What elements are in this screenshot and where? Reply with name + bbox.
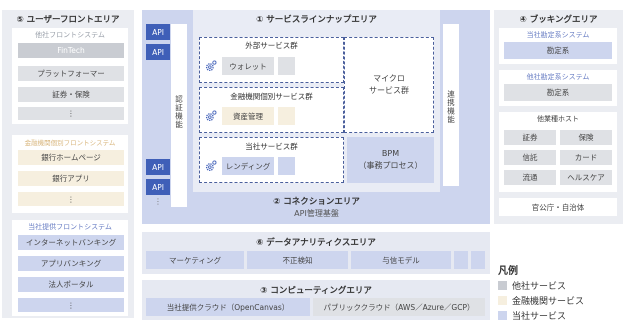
own-front-item: アプリバンキング xyxy=(18,256,124,271)
marketing-box: マーケティング xyxy=(146,251,244,269)
host-item: 保険 xyxy=(560,130,612,145)
other-core-box: 勘定系 xyxy=(504,84,612,101)
host-item: 信託 xyxy=(504,150,556,165)
api-box: API xyxy=(146,44,170,60)
legend-item-own: 当社サービス xyxy=(498,309,623,322)
microservices-label: マイクロ サービス群 xyxy=(369,74,409,95)
data-analytics-title: ⑥ データアナリティクスエリア xyxy=(256,238,376,248)
integration-column xyxy=(443,24,459,186)
user-front-title: ⑤ ユーザーフロントエリア xyxy=(16,15,120,25)
legend-swatch xyxy=(498,281,507,290)
gear-icon xyxy=(205,60,217,72)
asset-management-service: 資産管理 xyxy=(222,107,274,125)
credit-model-box: 与信モデル xyxy=(351,251,451,269)
gear-icon xyxy=(205,160,217,172)
bpm-box: BPM （事務プロセス） xyxy=(347,137,434,183)
own-cloud-box: 当社提供クラウド（OpenCanvas） xyxy=(146,298,310,316)
api-more: ⋮ xyxy=(154,197,162,206)
other-front-item: ⋮ xyxy=(18,107,124,120)
microservices-group xyxy=(344,37,434,133)
legend-swatch xyxy=(498,296,507,305)
host-item: 流通 xyxy=(504,170,556,185)
fin-front-item: ⋮ xyxy=(18,192,124,206)
legend-swatch xyxy=(498,311,507,320)
external-service-slot xyxy=(278,57,295,75)
host-item: 証券 xyxy=(504,130,556,145)
other-core-subtitle: 他社勘定系システム xyxy=(526,73,590,81)
integration-label: 連携機能 xyxy=(446,90,456,124)
legend-title: 凡例 xyxy=(498,266,518,277)
own-core-box: 勘定系 xyxy=(504,42,612,59)
own-front-subtitle: 当社提供フロントシステム xyxy=(28,223,112,231)
other-host-subtitle: 他業種ホスト xyxy=(537,115,579,123)
other-front-subtitle: 他社フロントシステム xyxy=(35,31,105,39)
other-front-item: プラットフォーマー xyxy=(18,66,124,81)
fin-front-item: 銀行ホームページ xyxy=(18,150,124,165)
own-front-item: ⋮ xyxy=(18,298,124,312)
wallet-service: ウォレット xyxy=(222,57,274,75)
booking-title: ④ ブッキングエリア xyxy=(519,15,598,25)
auth-label: 認証機能 xyxy=(174,95,184,129)
api-box: API xyxy=(146,24,170,40)
own-core-subtitle: 当社勘定系システム xyxy=(526,31,590,39)
fin-front-item: 銀行アプリ xyxy=(18,171,124,186)
own-service-title: 当社サービス群 xyxy=(245,142,298,151)
legend-item-fin: 金融機関サービス xyxy=(498,294,623,307)
host-item: カード xyxy=(560,150,612,165)
api-box: API xyxy=(146,179,170,195)
computing-title: ③ コンピューティングエリア xyxy=(260,286,372,296)
fin-service-title: 金融機関個別サービス群 xyxy=(230,92,313,101)
own-service-slot xyxy=(278,157,295,175)
lending-service: レンディング xyxy=(222,157,274,175)
fraud-detection-box: 不正検知 xyxy=(247,251,348,269)
own-front-item: 法人ポータル xyxy=(18,277,124,292)
api-box: API xyxy=(146,159,170,175)
other-front-item: FinTech xyxy=(18,43,124,58)
fin-service-slot xyxy=(278,107,295,125)
legend: 凡例 他社サービス 金融機関サービス 当社サービス xyxy=(498,262,623,324)
external-service-title: 外部サービス群 xyxy=(245,41,298,50)
analytics-slot xyxy=(471,251,485,269)
analytics-slot xyxy=(454,251,468,269)
api-management-label: API管理基盤 xyxy=(294,209,339,218)
auth-column xyxy=(171,24,187,207)
public-cloud-box: パブリッククラウド（AWS／Azure／GCP） xyxy=(313,298,485,316)
gear-icon xyxy=(205,110,217,122)
other-front-item: 証券・保険 xyxy=(18,87,124,102)
legend-item-other: 他社サービス xyxy=(498,279,623,292)
connection-title: ② コネクションエリア xyxy=(273,197,360,207)
own-front-item: インターネットバンキング xyxy=(18,235,124,250)
fin-front-subtitle: 金融機関個別フロントシステム xyxy=(24,139,116,147)
government-box: 官公庁・自治体 xyxy=(499,198,617,216)
host-item: ヘルスケア xyxy=(560,170,612,185)
service-lineup-title: ① サービスラインナップエリア xyxy=(256,15,377,25)
